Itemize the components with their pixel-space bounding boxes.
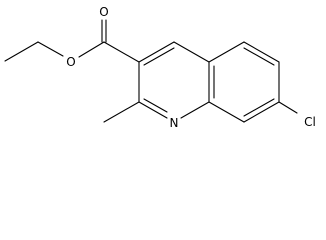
bond-c4-c4a (173, 41, 210, 63)
bond-c5-c6-inner (243, 47, 275, 66)
bond-ethyl-ch3-ch2 (4, 41, 39, 62)
bond-c4a-c5 (208, 41, 245, 63)
bond-n-c2 (138, 101, 168, 119)
bond-c2-methyl (103, 101, 140, 123)
bond-c8a-n (180, 101, 210, 119)
bond-c7-cl (278, 101, 298, 114)
atom-n-ring: N (170, 116, 179, 130)
bond-c7-c8-inner (243, 98, 275, 117)
bond-c8-c8a (208, 101, 245, 123)
bond-c7-c8 (243, 101, 280, 123)
atom-o-carbonyl: O (99, 5, 108, 19)
bond-n-c2-inner (143, 98, 168, 113)
bond-carbonyl-c3 (103, 41, 140, 63)
bond-o-carbonyl-carbon (78, 41, 105, 58)
bonds (4, 19, 298, 123)
quinoline-structure-diagram: O O N Cl (4, 5, 316, 130)
bond-ethyl-ch2-o (37, 41, 64, 57)
bond-c5-c6 (243, 41, 280, 63)
bond-c3-c4-inner (143, 47, 175, 66)
atom-labels: O O N Cl (66, 5, 316, 130)
bond-c3-c4 (138, 41, 175, 63)
atom-cl: Cl (304, 115, 316, 129)
atom-o-ester: O (66, 55, 75, 69)
